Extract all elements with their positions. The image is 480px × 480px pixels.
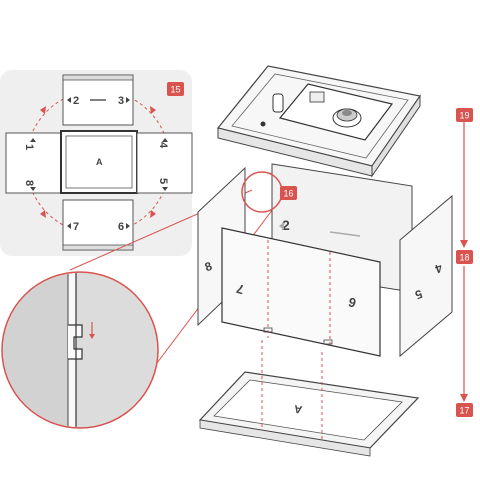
svg-text:A: A <box>293 402 303 415</box>
step-badge-19: 19 <box>456 108 473 122</box>
rotation-arrows <box>40 106 156 218</box>
svg-text:16: 16 <box>283 189 293 199</box>
inset-flap-left: 1 8 <box>5 132 62 194</box>
down-arrow-icon <box>89 334 95 339</box>
svg-text:7: 7 <box>235 281 246 297</box>
svg-text:17: 17 <box>459 406 469 416</box>
flap-label-4: 4 <box>157 142 169 149</box>
svg-text:6: 6 <box>347 294 358 310</box>
inset-flap-top: 2 3 <box>62 74 134 126</box>
front-panel-7-6: 7 6 <box>221 227 381 357</box>
step-badge-17: 17 <box>456 403 473 417</box>
inset-flap-bottom: 7 6 <box>62 199 134 251</box>
flap-label-8: 8 <box>23 180 35 186</box>
flap-label-7: 7 <box>73 221 79 233</box>
svg-text:2: 2 <box>282 217 290 233</box>
inset-base: A <box>60 130 138 194</box>
svg-text:15: 15 <box>170 85 180 95</box>
svg-text:4: 4 <box>433 261 444 277</box>
igniter-icon <box>272 93 284 113</box>
svg-text:19: 19 <box>459 111 469 121</box>
hinge-highlight: 16 <box>241 171 297 213</box>
step-sequence: 19 18 17 <box>456 108 473 417</box>
svg-text:8: 8 <box>203 259 214 275</box>
flap-label-2: 2 <box>73 95 79 107</box>
base-label-A: A <box>96 157 103 167</box>
layout-inset: 2 3 1 8 A 4 5 <box>0 70 193 256</box>
inset-flap-right: 4 5 <box>136 132 193 194</box>
flap-label-3: 3 <box>118 95 124 107</box>
flap-label-6: 6 <box>118 221 124 233</box>
flap-label-5: 5 <box>157 178 169 184</box>
step-badge-18: 18 <box>456 250 473 264</box>
lid-assembly <box>216 65 422 178</box>
step-badge-15: 15 <box>167 82 184 96</box>
svg-text:18: 18 <box>459 253 469 263</box>
right-panel-4-5: 4 5 <box>399 194 453 358</box>
flap-label-1: 1 <box>23 144 35 150</box>
base-tray-A: A <box>198 340 420 457</box>
svg-text:5: 5 <box>413 287 424 303</box>
